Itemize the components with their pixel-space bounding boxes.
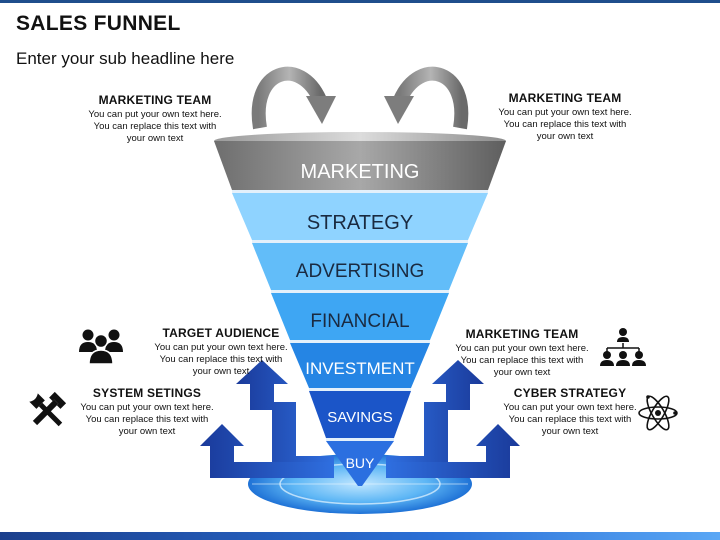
curved-arrow-left xyxy=(251,66,336,130)
slide-subtitle: Enter your sub headline here xyxy=(16,49,235,68)
blue-arrow-left-lower xyxy=(200,424,334,478)
footer-bar xyxy=(0,532,720,540)
block-text-line: You can replace this text with xyxy=(93,121,217,132)
block-heading: MARKETING TEAM xyxy=(98,93,212,107)
block-text-line: You can replace this text with xyxy=(159,354,283,365)
text-block-top-left: MARKETING TEAM You can put your own text… xyxy=(70,93,240,145)
slide-title: SALES FUNNEL xyxy=(16,12,181,35)
stage-label-buy: BUY xyxy=(346,455,375,471)
funnel-segment-buy xyxy=(326,441,394,486)
stage-label-marketing: MARKETING xyxy=(301,161,420,183)
block-heading: MARKETING TEAM xyxy=(465,327,579,341)
text-block-mid-left: TARGET AUDIENCE You can put your own tex… xyxy=(136,326,306,378)
block-heading: TARGET AUDIENCE xyxy=(162,326,280,340)
text-block-low-right: CYBER STRATEGY You can put your own text… xyxy=(485,386,655,438)
block-text-line: You can put your own text here. xyxy=(498,107,632,118)
block-text-line: your own text xyxy=(192,366,250,377)
block-heading: MARKETING TEAM xyxy=(508,91,622,105)
atom-icon xyxy=(638,395,678,431)
block-text-line: You can replace this text with xyxy=(460,355,584,366)
block-heading: SYSTEM SETINGS xyxy=(92,386,202,400)
people-group-icon xyxy=(79,329,123,365)
stage-label-investment: INVESTMENT xyxy=(305,359,415,378)
block-text-line: You can put your own text here. xyxy=(503,402,637,413)
team-network-icon xyxy=(600,328,646,366)
funnel-segment-strategy xyxy=(232,193,488,240)
funnel-segment-savings xyxy=(309,391,411,438)
block-text-line: your own text xyxy=(493,367,551,378)
block-heading: CYBER STRATEGY xyxy=(513,386,627,400)
block-text: You can put your own text here. You can … xyxy=(480,107,650,143)
blue-arrow-right-upper xyxy=(386,360,484,472)
text-block-top-right: MARKETING TEAM You can put your own text… xyxy=(480,91,650,143)
funnel-segment-advertising xyxy=(252,243,468,290)
block-text-line: You can put your own text here. xyxy=(88,109,222,120)
curved-arrow-right xyxy=(384,66,469,130)
block-text-line: your own text xyxy=(541,426,599,437)
block-text-line: You can replace this text with xyxy=(503,119,627,130)
stage-label-strategy: STRATEGY xyxy=(307,212,413,234)
block-text: You can put your own text here. You can … xyxy=(437,343,607,379)
blue-arrow-right-lower xyxy=(386,424,520,478)
stage-label-savings: SAVINGS xyxy=(327,409,393,426)
block-text-line: You can put your own text here. xyxy=(455,343,589,354)
stage-label-advertising: ADVERTISING xyxy=(296,261,424,282)
blue-arrow-left-upper xyxy=(236,360,334,472)
block-text-line: your own text xyxy=(118,426,176,437)
funnel-segment-financial xyxy=(271,293,449,340)
block-text-line: your own text xyxy=(126,133,184,144)
block-text: You can put your own text here. You can … xyxy=(485,402,655,438)
block-text: You can put your own text here. You can … xyxy=(70,109,240,145)
text-block-low-left: SYSTEM SETINGS You can put your own text… xyxy=(62,386,232,438)
text-block-mid-right: MARKETING TEAM You can put your own text… xyxy=(437,327,607,379)
block-text-line: your own text xyxy=(536,131,594,142)
tools-icon xyxy=(29,391,67,427)
funnel-segment-marketing xyxy=(214,141,506,190)
block-text-line: You can replace this text with xyxy=(85,414,209,425)
stage-label-financial: FINANCIAL xyxy=(310,311,409,332)
block-text-line: You can replace this text with xyxy=(508,414,632,425)
funnel-separators xyxy=(232,190,488,441)
block-text-line: You can put your own text here. xyxy=(80,402,214,413)
block-text: You can put your own text here. You can … xyxy=(62,402,232,438)
block-text: You can put your own text here. You can … xyxy=(136,342,306,378)
header-rule xyxy=(0,0,720,3)
block-text-line: You can put your own text here. xyxy=(154,342,288,353)
funnel-segment-investment xyxy=(290,343,430,388)
